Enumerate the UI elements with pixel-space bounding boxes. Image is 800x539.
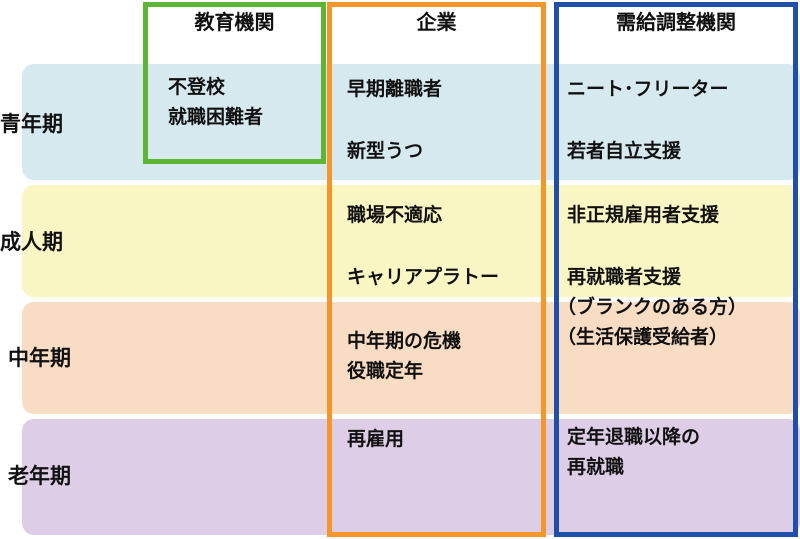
corporate-item-career-plateau: キャリアプラトー: [347, 266, 500, 288]
supply-item-neet-freeter: ニート･フリーター: [567, 78, 729, 100]
education-item-truancy: 不登校: [168, 76, 226, 98]
stage-label-youth: 青年期: [0, 112, 63, 136]
supply-demand-header: 需給調整機関: [616, 10, 736, 34]
supply-item-post-retirement-line2: 再就職: [567, 456, 625, 478]
supply-item-reemployment-support: 再就職者支援: [567, 266, 682, 288]
middle-age-band: [22, 302, 800, 414]
stage-label-adult: 成人期: [0, 230, 63, 254]
stage-label-senior: 老年期: [8, 464, 71, 488]
education-column-frame: [143, 2, 326, 164]
supply-item-nonregular-support: 非正規雇用者支援: [567, 204, 720, 226]
corporate-header: 企業: [416, 10, 457, 34]
corporate-item-midlife-crisis: 中年期の危機: [347, 330, 462, 352]
education-item-job-difficulty: 就職困難者: [168, 106, 264, 128]
supply-item-blank-period: （ブランクのある方）: [557, 296, 748, 318]
supply-item-post-retirement-line1: 定年退職以降の: [567, 426, 701, 448]
senior-band: [22, 419, 800, 535]
supply-item-youth-independence: 若者自立支援: [567, 140, 682, 162]
supply-item-welfare-recipients: （生活保護受給者）: [557, 326, 729, 348]
adult-band: [22, 185, 800, 297]
corporate-item-new-depression: 新型うつ: [347, 140, 424, 162]
corporate-item-reemployment: 再雇用: [347, 428, 405, 450]
supply-demand-column-frame: [554, 2, 798, 537]
corporate-item-workplace-maladjustment: 職場不適応: [347, 204, 443, 226]
corporate-item-early-turnover: 早期離職者: [347, 78, 443, 100]
corporate-item-post-retirement: 役職定年: [347, 360, 424, 382]
corporate-column-frame: [327, 2, 546, 537]
education-header: 教育機関: [194, 10, 275, 34]
stage-label-middle: 中年期: [8, 346, 71, 370]
